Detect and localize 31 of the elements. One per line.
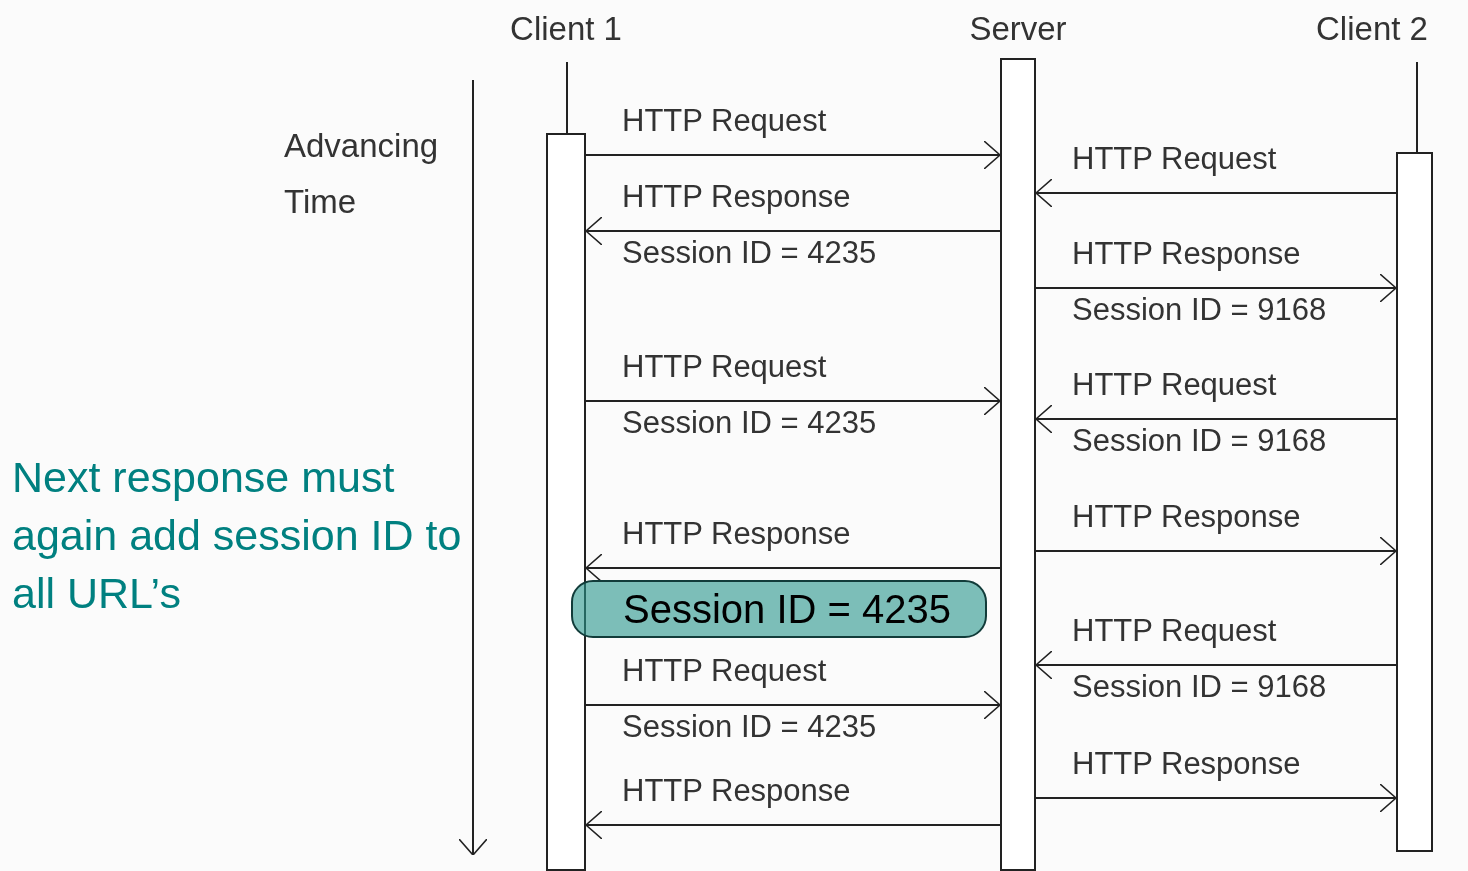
lifeline-title: Client 2 xyxy=(1316,10,1428,48)
message-label: HTTP Request xyxy=(622,102,828,140)
note-text: Next response must again add session ID to all URL’s xyxy=(12,452,463,619)
message-arrow xyxy=(585,553,1001,583)
lifeline-title: Client 1 xyxy=(510,10,622,48)
session-id-text: Session ID = 4235 xyxy=(623,587,951,632)
message-arrow xyxy=(1035,273,1397,303)
message-arrow xyxy=(1035,783,1397,813)
message-label: HTTP Response xyxy=(1072,498,1302,536)
message-arrow xyxy=(585,386,1001,416)
message-arrow xyxy=(585,216,1001,246)
message-arrow xyxy=(585,810,1001,840)
message-label: HTTP Request Session ID = 9168 xyxy=(1072,366,1328,460)
highlight-box xyxy=(571,580,987,638)
message-label: HTTP Response Session ID = 9168 xyxy=(1072,235,1328,329)
message-arrow xyxy=(1035,178,1397,208)
message-label: HTTP Request xyxy=(1072,140,1278,178)
message-label: HTTP Response xyxy=(1072,745,1302,783)
message-arrow xyxy=(585,140,1001,170)
message-arrow xyxy=(1035,536,1397,566)
message-label: HTTP Response xyxy=(622,772,852,810)
message-arrow xyxy=(1035,650,1397,680)
message-label: HTTP Request Session ID = 4235 xyxy=(622,348,878,442)
message-arrow xyxy=(1035,404,1397,434)
message-label: HTTP Response Session ID = 4235 xyxy=(622,178,878,272)
message-label: HTTP Response xyxy=(622,515,852,553)
message-label: HTTP Request Session ID = 9168 xyxy=(1072,612,1328,706)
axis-label: Advancing Time xyxy=(284,126,440,222)
message-label: HTTP Request Session ID = 4235 xyxy=(622,652,878,746)
lifeline-title: Server xyxy=(969,10,1067,48)
message-arrow xyxy=(585,690,1001,720)
